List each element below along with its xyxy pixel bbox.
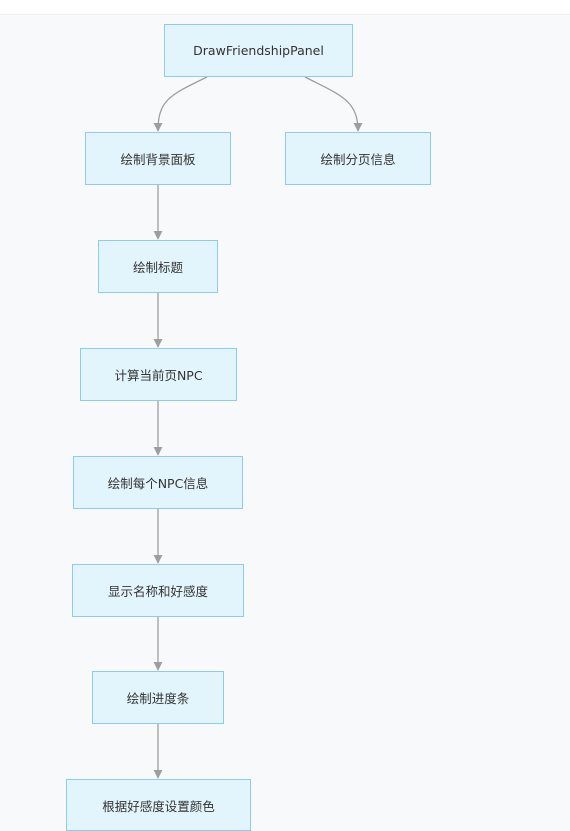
node-show-name-and-favor: 显示名称和好感度 <box>72 564 244 617</box>
node-draw-friendship-panel: DrawFriendshipPanel <box>164 24 353 77</box>
node-calc-current-page-npc: 计算当前页NPC <box>80 348 237 401</box>
node-draw-page-info: 绘制分页信息 <box>285 132 431 185</box>
top-strip <box>0 0 570 15</box>
node-draw-title: 绘制标题 <box>98 240 218 293</box>
node-draw-progress-bar: 绘制进度条 <box>92 671 224 724</box>
node-set-color-by-favor: 根据好感度设置颜色 <box>66 779 251 831</box>
node-draw-each-npc-info: 绘制每个NPC信息 <box>73 456 243 509</box>
edge-root-to-draw-bg <box>153 76 208 132</box>
edge-root-to-draw-page-info <box>304 76 363 132</box>
node-draw-background-panel: 绘制背景面板 <box>85 132 231 185</box>
